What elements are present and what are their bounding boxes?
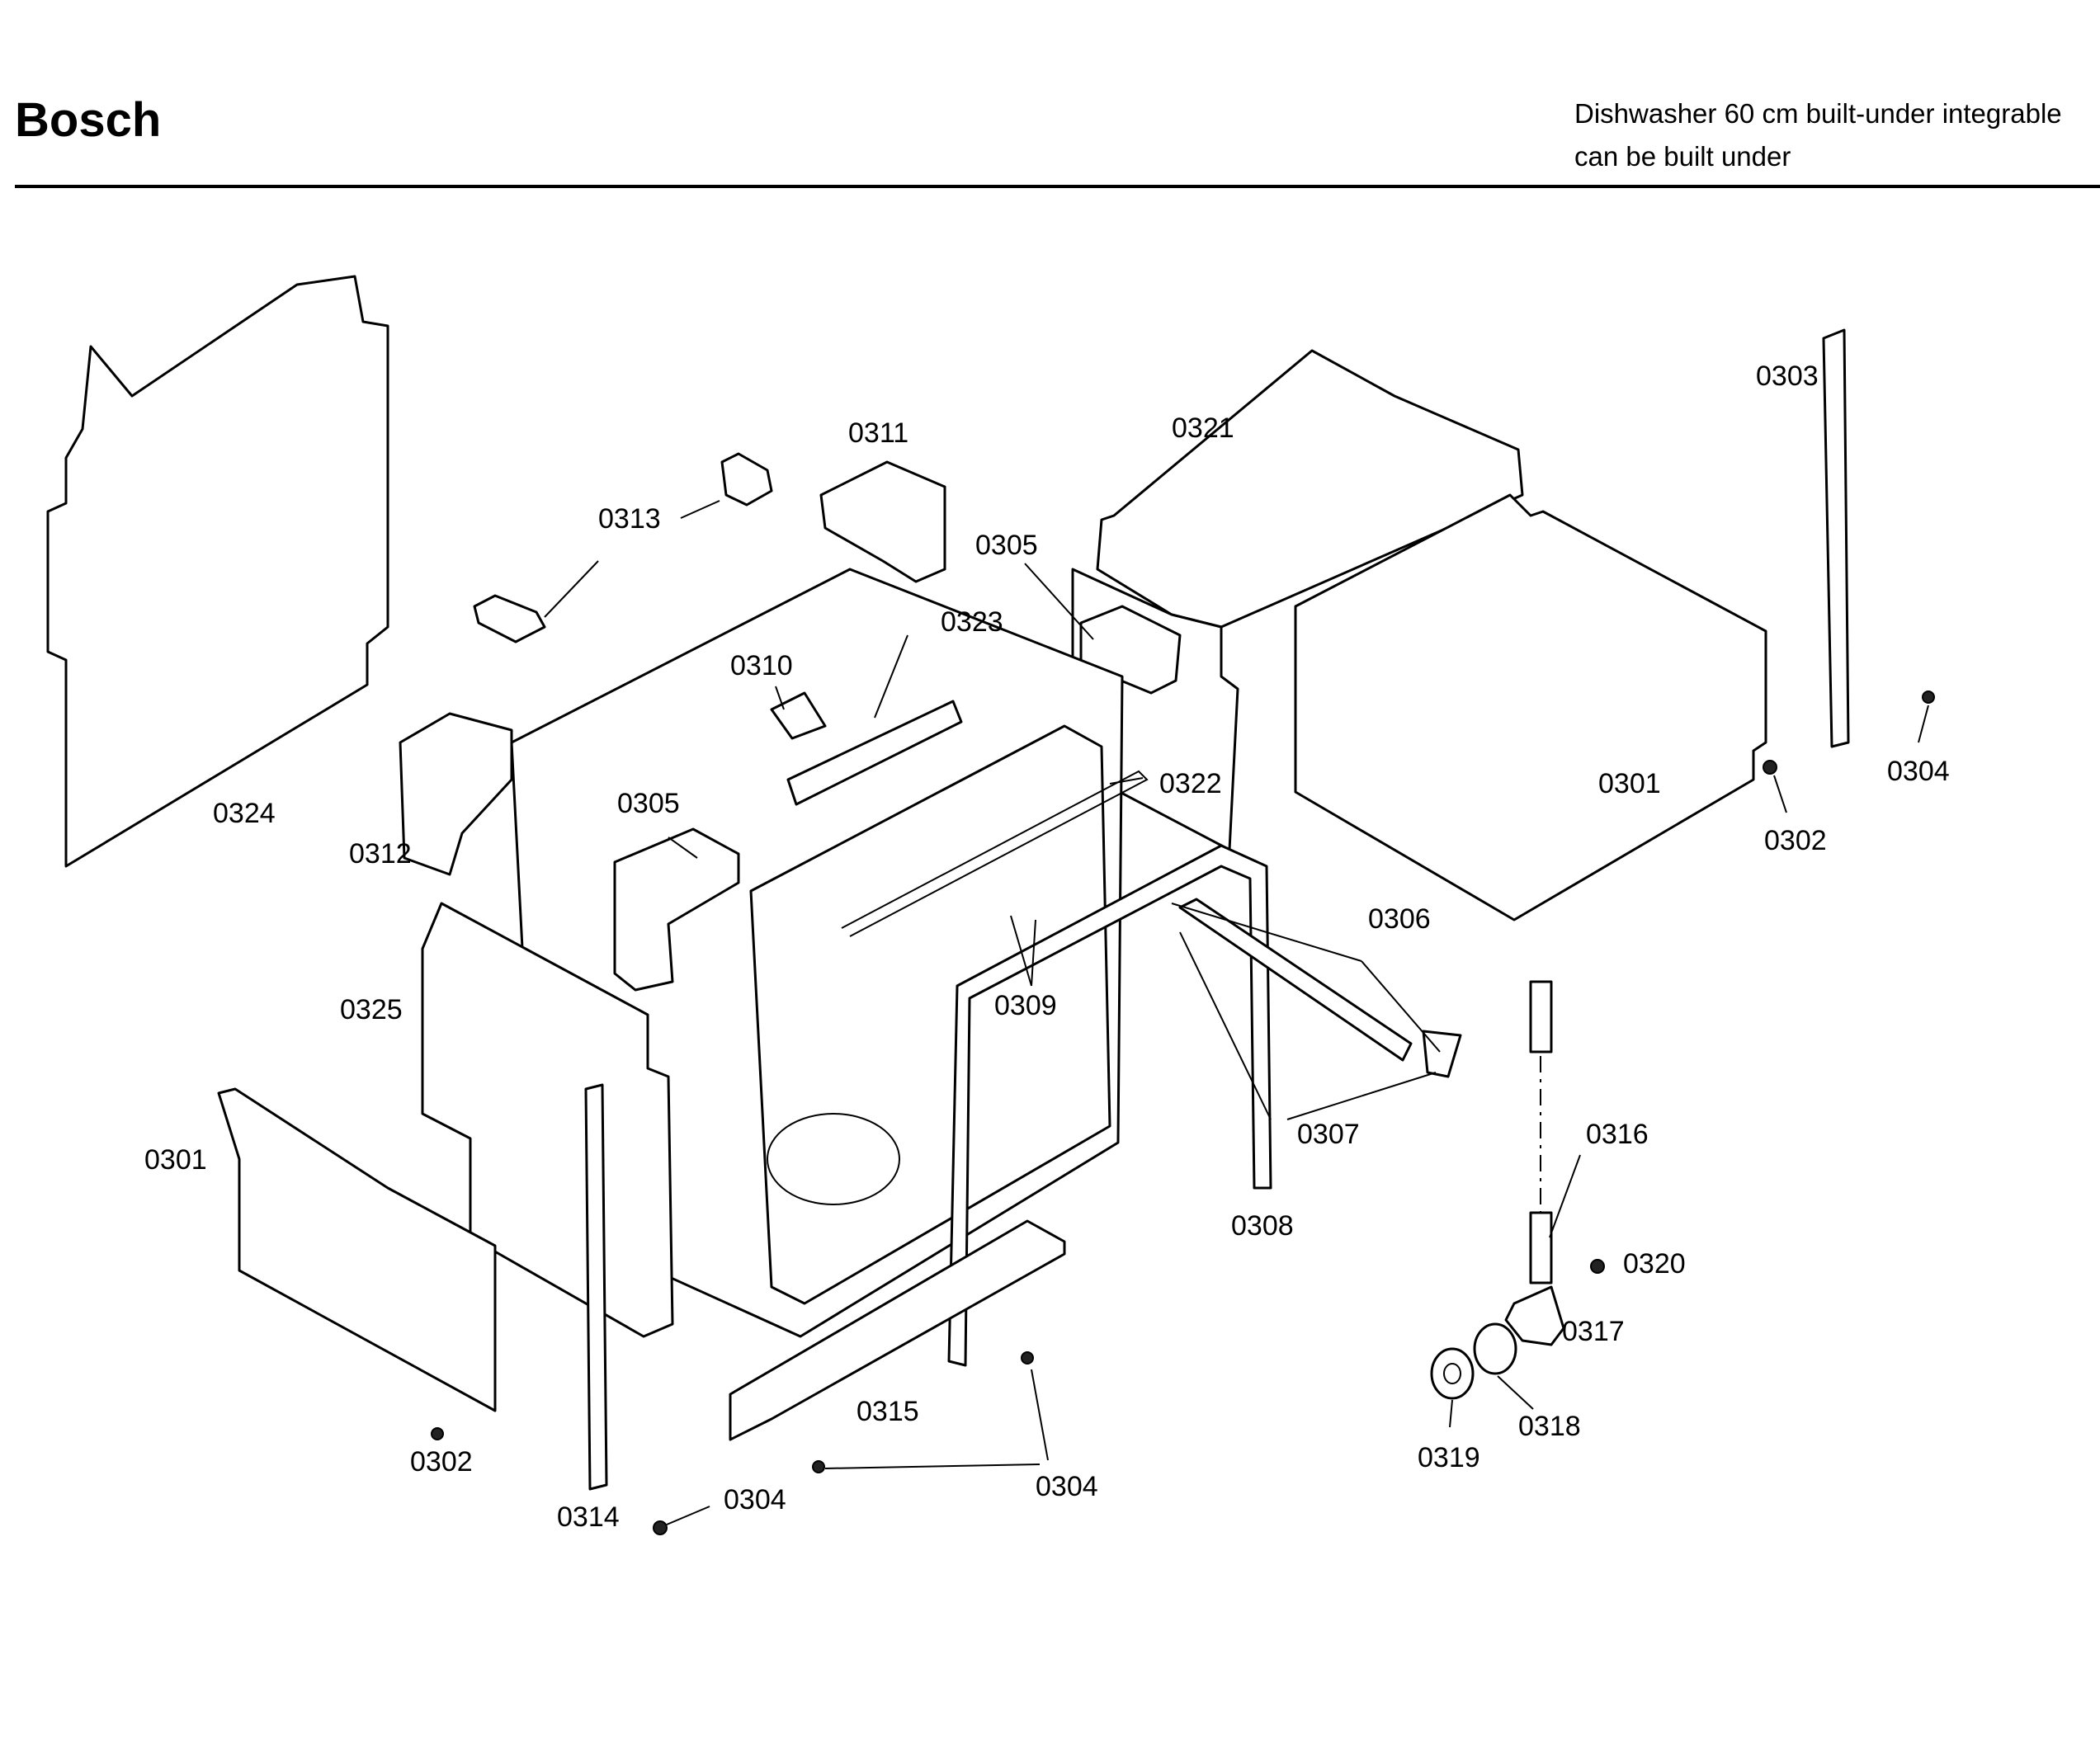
brand-title: Bosch (15, 93, 162, 147)
part-0316-hose-top (1529, 980, 1553, 1053)
label-0312: 0312 (349, 838, 412, 870)
label-0308: 0308 (1231, 1210, 1294, 1242)
label-0318: 0318 (1518, 1411, 1581, 1442)
label-0321: 0321 (1172, 412, 1234, 444)
part-0317-valve (1504, 1285, 1565, 1346)
part-0311-upper-block (819, 460, 946, 583)
part-0315-bottom-rail (729, 1219, 1066, 1441)
label-0304-left: 0304 (724, 1484, 786, 1515)
label-0315: 0315 (857, 1396, 919, 1427)
label-0311: 0311 (848, 417, 908, 449)
part-0312-block (399, 712, 513, 876)
part-0314-strip (584, 1083, 608, 1491)
label-0324: 0324 (213, 798, 276, 829)
part-0324-side-panel (46, 275, 389, 868)
part-0301-right-panel (1294, 493, 1767, 921)
part-0319-cap-inner (1443, 1363, 1461, 1384)
label-0302-right: 0302 (1764, 825, 1827, 856)
part-0304-screw-right (1922, 691, 1935, 704)
part-0304-screw-bottom-left (653, 1520, 668, 1535)
header-rule (15, 185, 2100, 188)
part-0318-ring (1473, 1322, 1517, 1375)
label-0307: 0307 (1297, 1119, 1360, 1150)
part-0323-rail (786, 700, 963, 806)
part-tub-front-frame (749, 724, 1111, 1305)
part-0304-screw-bottom-mid (812, 1460, 825, 1473)
label-0305-lower: 0305 (617, 788, 680, 819)
label-0320: 0320 (1623, 1248, 1686, 1280)
label-0322: 0322 (1159, 768, 1222, 799)
part-0322-rod (841, 770, 1149, 937)
label-0325: 0325 (340, 994, 403, 1025)
part-0306-rail (1178, 898, 1413, 1062)
label-0323: 0323 (941, 606, 1003, 638)
label-0309: 0309 (994, 990, 1057, 1021)
label-0319: 0319 (1418, 1442, 1480, 1473)
part-0304-screw-bottom-right (1021, 1351, 1034, 1365)
part-0310-clip (770, 691, 827, 740)
label-0303: 0303 (1756, 361, 1819, 392)
label-0306: 0306 (1368, 903, 1431, 935)
part-0303-strip (1822, 328, 1850, 748)
leader-lines (544, 500, 1929, 1525)
part-0313-bracket-b (473, 594, 546, 643)
label-0305-upper: 0305 (975, 530, 1038, 561)
part-tub-sump (767, 1113, 900, 1205)
label-0304-mid: 0304 (1036, 1471, 1098, 1502)
part-0305-front-block (613, 827, 740, 992)
label-0301-right: 0301 (1598, 768, 1661, 799)
part-0301-left-panel (217, 1087, 497, 1412)
diagram-subtitle: Dishwasher 60 cm built-under integrable … (1574, 92, 2062, 178)
part-0320-screw (1590, 1259, 1605, 1274)
part-0302-screw-left (431, 1427, 444, 1440)
subtitle-line-1: Dishwasher 60 cm built-under integrable (1574, 98, 2062, 129)
part-0302-screw-right (1763, 760, 1777, 775)
part-0313-bracket-a (720, 452, 773, 507)
label-0317: 0317 (1562, 1316, 1625, 1347)
label-0302-left: 0302 (410, 1446, 473, 1478)
label-0316: 0316 (1586, 1119, 1649, 1150)
label-0301-left: 0301 (144, 1144, 207, 1176)
part-0325-side-panel (421, 902, 674, 1338)
part-0319-cap (1430, 1347, 1475, 1400)
label-0310: 0310 (730, 650, 793, 681)
label-0314: 0314 (557, 1501, 620, 1533)
subtitle-line-2: can be built under (1574, 141, 1791, 172)
part-0316-hose-bottom (1529, 1211, 1553, 1284)
label-0304-right: 0304 (1887, 756, 1950, 787)
part-0308-frame (947, 844, 1272, 1367)
label-0313: 0313 (598, 503, 661, 535)
